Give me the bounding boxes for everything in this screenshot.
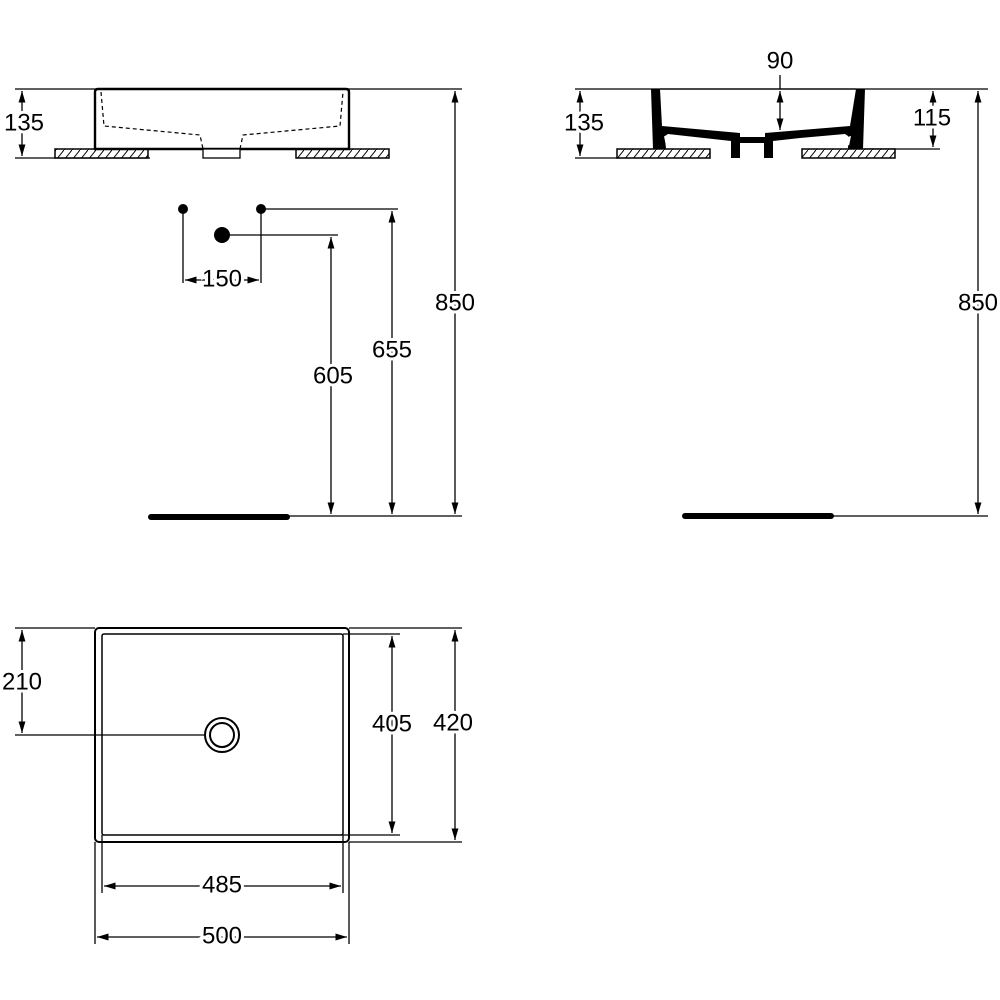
countertop-right <box>801 148 896 159</box>
plan-view: 210 405 420 485 500 <box>0 627 476 952</box>
label-500: 500 <box>202 922 242 949</box>
label-135: 135 <box>564 109 604 136</box>
countertop-left <box>616 148 711 159</box>
countertop-left <box>54 148 149 159</box>
front-view: 135 90 115 850 <box>561 44 1000 519</box>
side-view: 135 150 605 655 850 <box>1 87 478 520</box>
label-655: 655 <box>372 336 412 363</box>
basin-section <box>651 89 865 158</box>
label-90: 90 <box>767 47 794 74</box>
label-850: 850 <box>958 289 998 316</box>
label-150: 150 <box>202 265 242 292</box>
basin-side-outline <box>93 87 351 151</box>
label-135: 135 <box>4 109 44 136</box>
label-405: 405 <box>372 710 412 737</box>
label-210: 210 <box>2 668 42 695</box>
label-605: 605 <box>313 362 353 389</box>
basin-hidden-line <box>100 91 344 150</box>
label-420: 420 <box>433 709 473 736</box>
label-115: 115 <box>913 104 951 131</box>
waste-outlet <box>202 148 241 159</box>
label-485: 485 <box>202 871 242 898</box>
countertop-right <box>295 148 390 159</box>
label-850: 850 <box>435 289 475 316</box>
